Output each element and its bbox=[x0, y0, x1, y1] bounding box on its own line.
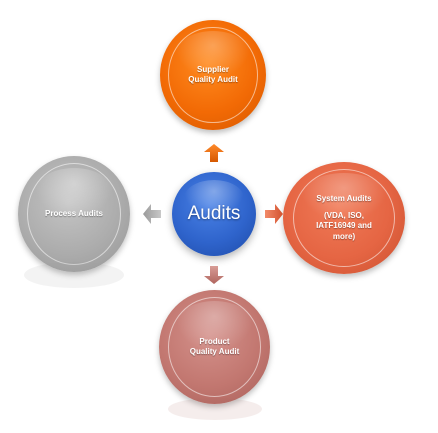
system-detail-line3: more) bbox=[332, 231, 356, 241]
supplier-label-line2: Quality Audit bbox=[188, 75, 238, 84]
product-quality-audit-node: Product Quality Audit bbox=[159, 290, 270, 404]
center-label: Audits bbox=[187, 203, 241, 224]
product-label-line1: Product bbox=[199, 336, 230, 346]
arrow-down-icon bbox=[204, 266, 224, 284]
process-label: Process Audits bbox=[45, 208, 103, 218]
product-label-line2: Quality Audit bbox=[189, 347, 240, 356]
supplier-label-line1: Supplier bbox=[196, 64, 229, 74]
arrow-left-icon bbox=[143, 204, 161, 224]
process-audits-node: Process Audits bbox=[18, 156, 130, 272]
product-node-reflection bbox=[168, 398, 262, 420]
arrow-up-icon bbox=[204, 144, 224, 162]
process-node-reflection bbox=[24, 262, 124, 288]
system-detail-line1: (VDA, ISO, bbox=[323, 210, 364, 220]
system-audits-node: System Audits (VDA, ISO, IATF16949 and m… bbox=[283, 162, 405, 274]
arrow-right-icon bbox=[265, 204, 283, 224]
system-title: System Audits bbox=[316, 194, 372, 203]
audits-center-node: Audits bbox=[172, 172, 256, 256]
supplier-quality-audit-node: Supplier Quality Audit bbox=[160, 20, 266, 130]
system-detail-line2: IATF16949 and bbox=[316, 221, 372, 230]
